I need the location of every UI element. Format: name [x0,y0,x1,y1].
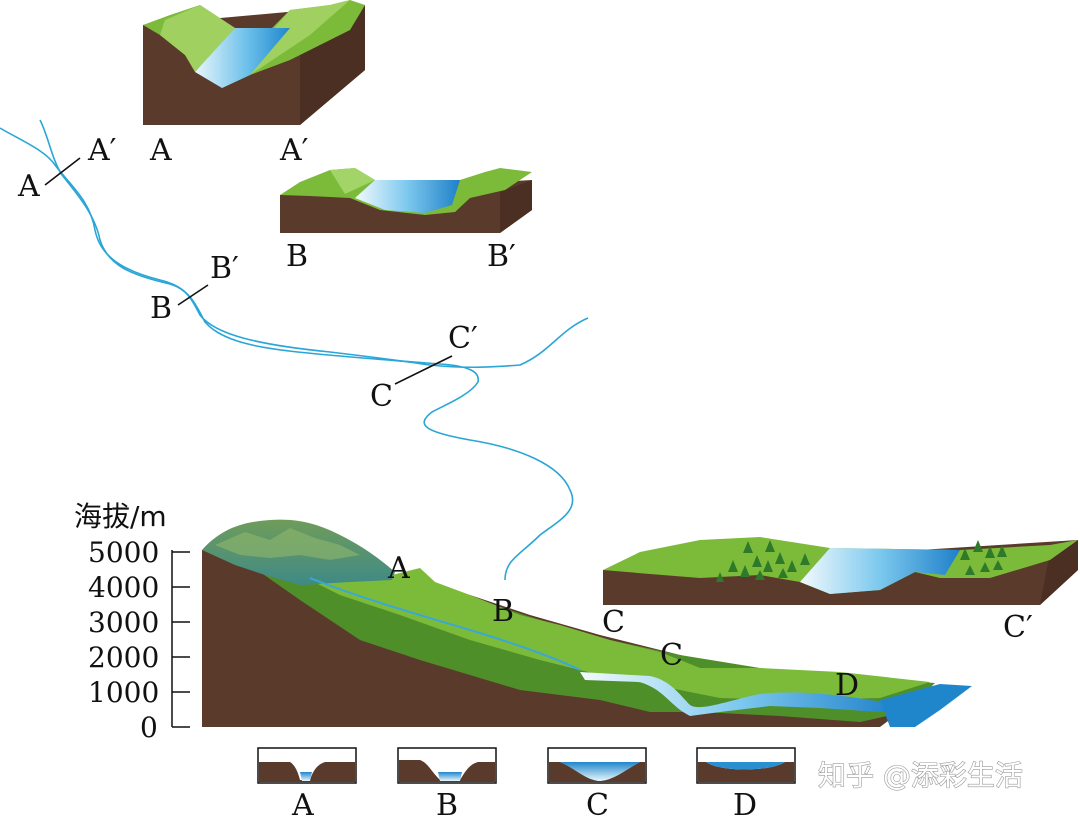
cross-section-D: D [696,747,796,820]
block-B-left-label: B [286,239,308,274]
map-label-C: C [370,379,393,414]
section-line-A [44,157,81,186]
longitudinal-profile: 海拔/m 5000 4000 3000 2000 1000 0 A [74,500,972,744]
tick-label: 0 [140,711,158,744]
block-section-C: C C′ [602,537,1078,645]
profile-river [580,672,900,716]
block-section-B: B B′ [280,168,532,274]
tree-cluster-right [960,540,1007,575]
cross-section-A-label: A [291,788,314,820]
tick-label: 4000 [88,571,159,604]
profile-point-C: C [660,638,683,673]
cross-section-D-label: D [733,788,757,820]
cross-section-C-label: C [586,788,609,820]
map-label-A: A [17,169,40,204]
tree-cluster-left [716,540,810,582]
map-label-B-prime: B′ [210,251,239,286]
tick-label: 1000 [88,676,159,709]
tick-label: 3000 [88,606,159,639]
block-section-A: A A′ [143,0,365,168]
block-C-right-label: C′ [1003,610,1033,645]
section-line-C [394,355,453,385]
tick-label: 5000 [88,536,159,569]
cross-section-C: C [547,747,647,820]
profile-stream [309,577,581,671]
cross-section-A: A [257,747,357,820]
profile-point-D: D [835,668,859,703]
watermark: 知乎 @添彩生活 [818,759,1023,792]
map-label-A-prime: A′ [87,133,117,168]
profile-upper-grass [300,568,930,700]
cross-section-B-label: B [436,788,458,820]
profile-y-axis-label: 海拔/m [74,500,167,533]
profile-point-A: A [387,551,410,586]
block-B-right-label: B′ [487,239,516,274]
profile-point-B: B [492,594,514,629]
profile-ticks [172,551,190,728]
block-A-left-label: A [149,133,172,168]
map-label-C-prime: C′ [448,321,478,356]
block-C-left-label: C [602,605,625,640]
cross-section-B: B [397,747,497,820]
profile-river-mouth [880,684,972,727]
section-line-B [177,284,209,306]
river-plan-map: A A′ B B′ C C′ [0,119,589,581]
block-A-right-label: A′ [279,133,309,168]
map-label-B: B [150,291,172,326]
tick-label: 2000 [88,641,159,674]
